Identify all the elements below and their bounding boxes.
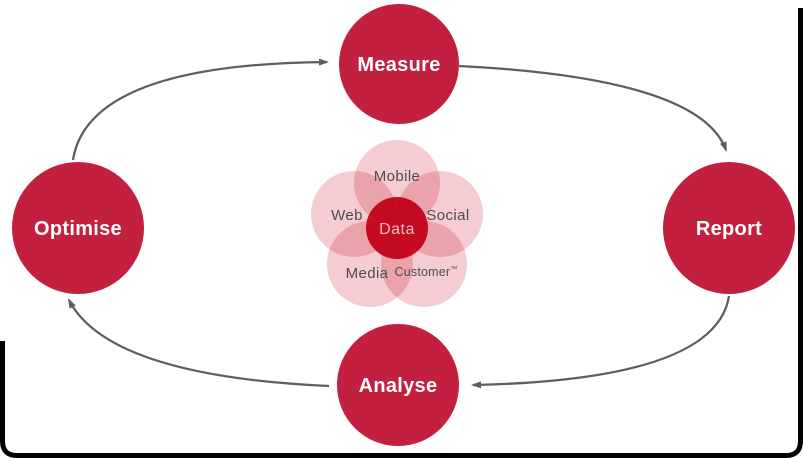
node-report-label: Report (696, 218, 762, 240)
arrow-analyse-to-optimise (67, 298, 330, 388)
cycle-arrows (67, 58, 731, 389)
petal-mobile-label: Mobile (374, 168, 421, 185)
node-measure-circle (339, 4, 459, 124)
petal-customer-label: Customer™ (395, 265, 458, 279)
node-optimise-circle (12, 162, 144, 294)
hub-data-label: Data (379, 221, 415, 238)
arrow-report-to-analyse (471, 295, 731, 389)
petal-web-label: Web (331, 207, 363, 224)
node-analyse-label: Analyse (359, 375, 438, 397)
data-flower: Mobile Web Social Media Customer™ Data (311, 140, 483, 307)
node-measure-label: Measure (357, 54, 440, 76)
petal-social-label: Social (426, 207, 469, 224)
petal-customer (381, 221, 467, 307)
cycle-nodes: Measure Report Analyse Optimise (12, 4, 795, 446)
petal-media-label: Media (346, 265, 389, 282)
image-frame-border (0, 8, 803, 458)
petal-customer-label-text: Customer (395, 265, 451, 279)
node-optimise-label: Optimise (34, 218, 122, 240)
node-report-circle (663, 162, 795, 294)
arrow-measure-to-report (458, 64, 728, 152)
petal-customer-superscript: ™ (450, 266, 457, 273)
arrow-optimise-to-measure (71, 58, 329, 161)
node-analyse-circle (337, 324, 459, 446)
